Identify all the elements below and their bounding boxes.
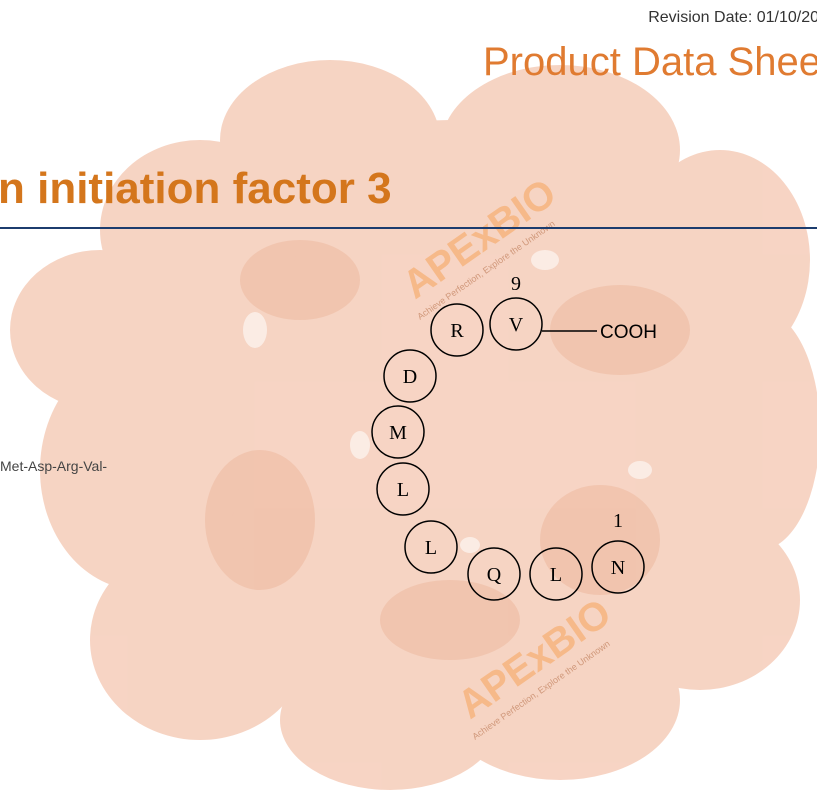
residue-circle — [467, 547, 521, 601]
residue-circle — [430, 303, 484, 357]
c-terminus-label: COOH — [600, 322, 657, 343]
residue-letter: L — [425, 537, 437, 559]
revision-date: Revision Date: 01/10/20 — [648, 9, 817, 26]
residue-circle — [376, 462, 430, 516]
residue-circle — [529, 547, 583, 601]
sequence-text: Met-Asp-Arg-Val- — [0, 458, 108, 474]
residue-4: L — [404, 520, 458, 574]
residue-letter: D — [403, 366, 417, 388]
end-position-label: 9 — [511, 273, 521, 295]
residue-letter: Q — [487, 564, 502, 586]
residue-circle — [371, 405, 425, 459]
residue-circle — [404, 520, 458, 574]
residue-7: D — [383, 349, 437, 403]
residue-2: L — [529, 547, 583, 601]
product-data-sheet-heading: Product Data Shee — [483, 40, 817, 84]
residue-letter: V — [509, 314, 524, 336]
product-title: n initiation factor 3 — [0, 164, 392, 213]
residue-letter: L — [397, 479, 409, 501]
residue-letter: R — [450, 320, 464, 342]
residue-circle — [591, 540, 645, 594]
residue-3: Q — [467, 547, 521, 601]
residue-5: L — [376, 462, 430, 516]
residue-1: N — [591, 540, 645, 594]
start-position-label: 1 — [613, 510, 623, 532]
residue-letter: M — [389, 422, 407, 444]
title-divider — [0, 227, 817, 229]
residue-circle — [383, 349, 437, 403]
residue-6: M — [371, 405, 425, 459]
residue-9: V — [489, 297, 543, 351]
residue-letter: N — [611, 557, 625, 579]
residue-circle — [489, 297, 543, 351]
residue-8: R — [430, 303, 484, 357]
residue-letter: L — [550, 564, 562, 586]
